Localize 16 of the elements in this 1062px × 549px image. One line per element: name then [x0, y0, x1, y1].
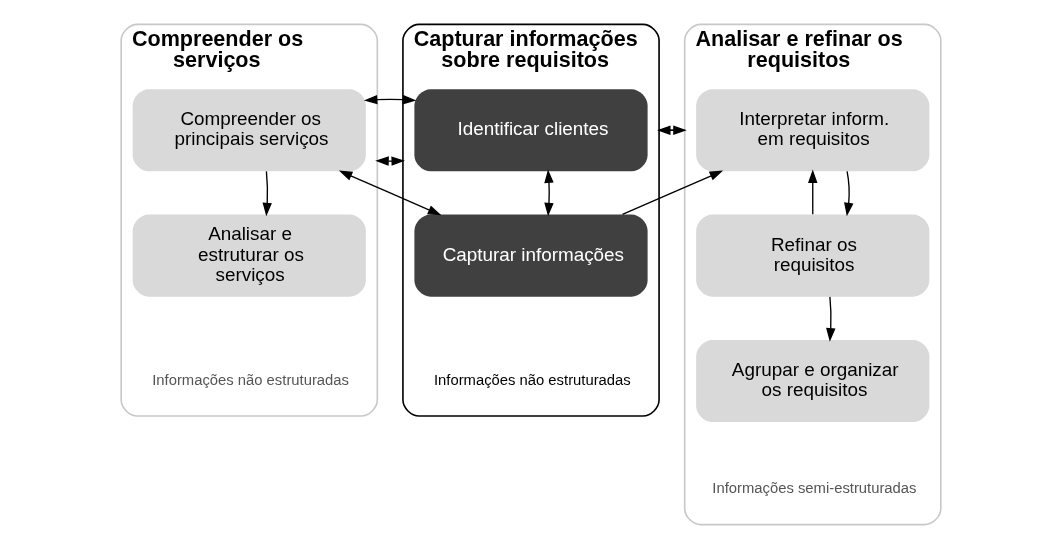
arrow [338, 170, 442, 216]
arrow [544, 169, 554, 217]
arrow [262, 170, 272, 217]
arrow [826, 296, 836, 342]
arrow [844, 170, 854, 217]
node-box: Agrupar e organizar os requisitos [696, 339, 930, 423]
node-box: Identificar clientes [414, 89, 648, 172]
arrow [808, 169, 818, 215]
node-box: Interpretar inform. em requisitos [696, 89, 930, 172]
node-box: Refinar os requisitos [696, 214, 930, 297]
node-box: Analisar e estruturar os serviços [132, 214, 366, 297]
node-box: Compreender os principais serviços [132, 89, 366, 172]
arrow [621, 170, 724, 216]
arrow [375, 156, 405, 166]
node-box: Capturar informações [414, 214, 648, 297]
arrow [363, 94, 417, 105]
